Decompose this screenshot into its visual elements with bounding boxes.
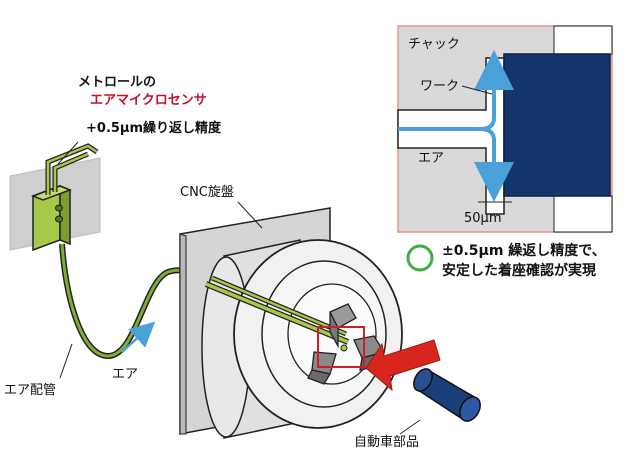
leader-auto-part: [399, 419, 421, 435]
leader-air-pipe: [59, 343, 73, 379]
leader-cnc: [237, 201, 263, 229]
inset-chuck-label: チャック: [408, 37, 460, 52]
air-flow-arrow-icon: [121, 321, 156, 353]
sensor-title-line1: メトロールの: [78, 75, 157, 90]
cnc-label: CNC旋盤: [180, 185, 234, 200]
result-line1: ±0.5μm 繰返し精度で、: [442, 243, 606, 259]
sensing-point-highlight: [317, 326, 365, 368]
auto-part-icon: [413, 368, 481, 422]
sensor-accuracy: +0.5μm繰り返し精度: [86, 121, 222, 136]
inset-air-label: エア: [418, 151, 445, 166]
inset-gap-label: 50μm: [464, 211, 502, 226]
insert-direction-arrow-icon: [365, 339, 441, 392]
air-micro-sensor-icon: [30, 184, 73, 252]
inset-work-label: ワーク: [420, 79, 460, 94]
leader-sensor: [57, 141, 79, 165]
result-line2: 安定した着座確認が実現: [442, 263, 596, 279]
inset-detail-panel: [397, 25, 613, 233]
air-pipe-label: エア配管: [4, 383, 57, 398]
auto-part-label: 自動車部品: [354, 435, 420, 450]
result-ok-icon: [406, 244, 434, 272]
sensor-title-line2: エアマイクロセンサ: [90, 93, 207, 108]
air-flow-label: エア: [112, 367, 139, 382]
inset-work-block: [503, 53, 611, 197]
